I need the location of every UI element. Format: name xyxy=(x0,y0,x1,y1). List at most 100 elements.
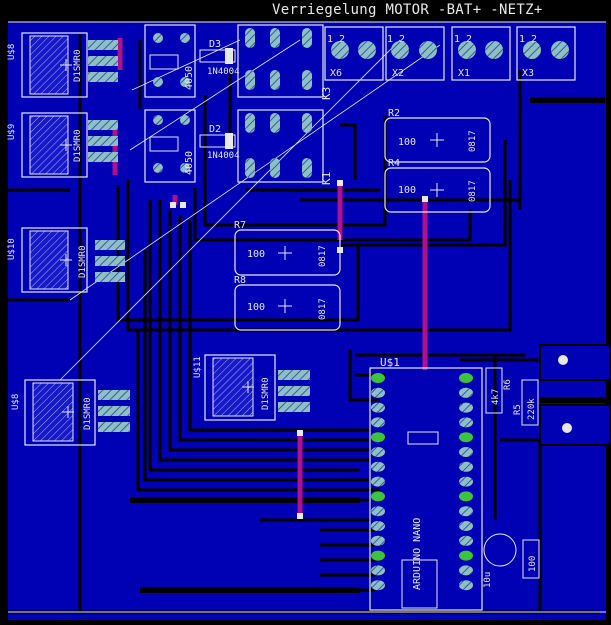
diode-part: 1N4004 xyxy=(207,151,240,161)
resistor-name: R4 xyxy=(388,158,400,169)
nano-pin-pad xyxy=(459,491,473,502)
resistor-value: 100 xyxy=(247,302,265,313)
regulator-u9: U$9 D1SMR0 xyxy=(7,112,118,178)
nano-pin-pad xyxy=(371,535,385,546)
mcu-label: ARDUINO NANO xyxy=(412,518,423,590)
small-part-name: R5 xyxy=(513,404,523,415)
nano-pins-right xyxy=(459,373,473,591)
bottom-traces xyxy=(112,38,428,515)
regulator-u10: U$10 D1SMR0 xyxy=(7,227,125,293)
resistor-package: 0817 xyxy=(468,180,478,202)
relay-k3: 4050 K3 xyxy=(144,24,333,100)
nano-pin-pad xyxy=(371,447,385,457)
resistor-value: 100 xyxy=(398,137,416,148)
terminal-pins: 1 2 xyxy=(519,34,537,45)
nano-pin-pad xyxy=(371,565,385,576)
regulator-part: D1SMR0 xyxy=(73,129,83,162)
terminal-pins: 1 2 xyxy=(327,34,345,45)
resistor-name: R2 xyxy=(388,108,400,119)
nano-pin-pad xyxy=(459,373,473,383)
terminal-x6: 1 2 X6 xyxy=(324,26,384,81)
nano-pins-left xyxy=(371,373,385,591)
tracks-heavy xyxy=(130,97,610,593)
nano-pin-pad xyxy=(371,373,385,383)
terminal-name: X1 xyxy=(458,68,470,79)
terminal-x2: 1 2 X2 xyxy=(385,26,445,81)
regulator-name: U$8 xyxy=(7,44,17,60)
terminal-x1: 1 2 X1 xyxy=(451,26,511,81)
nano-pin-pad xyxy=(371,461,385,472)
resistor-value: 100 xyxy=(247,249,265,260)
small-part-value: 4k7 xyxy=(491,389,501,405)
nano-pin-pad xyxy=(371,506,385,517)
nano-pin-pad xyxy=(459,565,473,576)
resistor-name: R8 xyxy=(234,275,246,286)
capacitor-c3: 10u xyxy=(483,533,517,588)
nano-pin-pad xyxy=(371,550,385,561)
diode-name: D3 xyxy=(209,39,221,50)
terminal-name: X3 xyxy=(522,68,534,79)
nano-pin-pad xyxy=(459,432,473,443)
regulator-part: D1SMR0 xyxy=(83,397,93,430)
resistor-name: R7 xyxy=(234,220,246,231)
terminal-x3: 1 2 X3 xyxy=(516,26,576,81)
relay-part: 4050 xyxy=(184,151,195,175)
nano-pin-pad xyxy=(459,402,473,413)
nano-pin-pad xyxy=(371,491,385,502)
resistor-package: 0817 xyxy=(318,298,328,320)
regulator-name: U$9 xyxy=(7,124,17,140)
resistor-r8: R8 100 0817 xyxy=(234,275,341,331)
nano-pin-pad xyxy=(459,535,473,546)
nano-pin-pad xyxy=(459,447,473,457)
regulator-u11: U$11 D1SMR0 xyxy=(193,354,310,421)
nano-pin-pad xyxy=(371,521,385,531)
nano-pin-pad xyxy=(371,402,385,413)
resistor-package: 0817 xyxy=(468,130,478,152)
diode-d3: D3 1N4004 xyxy=(199,39,240,77)
terminal-name: X6 xyxy=(330,68,342,79)
nano-pin-pad xyxy=(371,432,385,443)
nano-pin-pad xyxy=(459,417,473,428)
nano-pin-pad xyxy=(371,476,385,487)
nano-pin-pad xyxy=(371,580,385,591)
resistor-c3b: 100 xyxy=(522,539,540,579)
nano-pin-pad xyxy=(459,550,473,561)
nano-pin-pad xyxy=(371,387,385,398)
arduino-nano-u1: U$1 ARDUINO NANO xyxy=(369,356,483,611)
nano-pin-pad xyxy=(459,521,473,531)
diode-part: 1N4004 xyxy=(207,67,240,77)
nano-pin-pad xyxy=(459,506,473,517)
small-part-name: R6 xyxy=(503,379,513,390)
relay-k1: 4050 K1 xyxy=(144,109,333,185)
regulator-name: U$10 xyxy=(7,238,17,260)
resistor-r4: R4 100 0817 xyxy=(384,158,491,213)
nano-pin-pad xyxy=(459,476,473,487)
small-part-value: 10u xyxy=(483,572,493,588)
board-outline xyxy=(8,21,606,613)
regulator-part: D1SMR0 xyxy=(261,377,271,410)
nano-pin-pad xyxy=(459,461,473,472)
diode-name: D2 xyxy=(209,124,221,135)
relay-name: K1 xyxy=(320,172,333,185)
small-part-value: 100 xyxy=(528,556,538,572)
diode-d2: D2 1N4004 xyxy=(199,124,240,161)
resistor-package: 0817 xyxy=(318,245,328,267)
nano-pin-pad xyxy=(371,417,385,428)
terminal-name: X2 xyxy=(392,68,404,79)
nano-pin-pad xyxy=(459,580,473,591)
resistor-r5: R5 220k xyxy=(513,379,539,426)
resistor-value: 100 xyxy=(398,185,416,196)
regulator-part: D1SMR0 xyxy=(78,245,88,278)
regulator-name: U$8 xyxy=(11,394,21,410)
mcu-name: U$1 xyxy=(380,356,400,369)
regulator-name: U$11 xyxy=(193,356,203,378)
relay-name: K3 xyxy=(320,87,333,100)
board-header-text: Verriegelung MOTOR -BAT+ -NETZ+ xyxy=(272,2,543,18)
relay-part: 4050 xyxy=(184,66,195,90)
regulator-u8-top: U$8 D1SMR0 xyxy=(7,32,118,98)
resistor-r6: R6 4k7 xyxy=(485,367,513,414)
regulator-part: D1SMR0 xyxy=(73,49,83,82)
small-part-value: 220k xyxy=(527,398,537,420)
nano-pin-pad xyxy=(459,387,473,398)
